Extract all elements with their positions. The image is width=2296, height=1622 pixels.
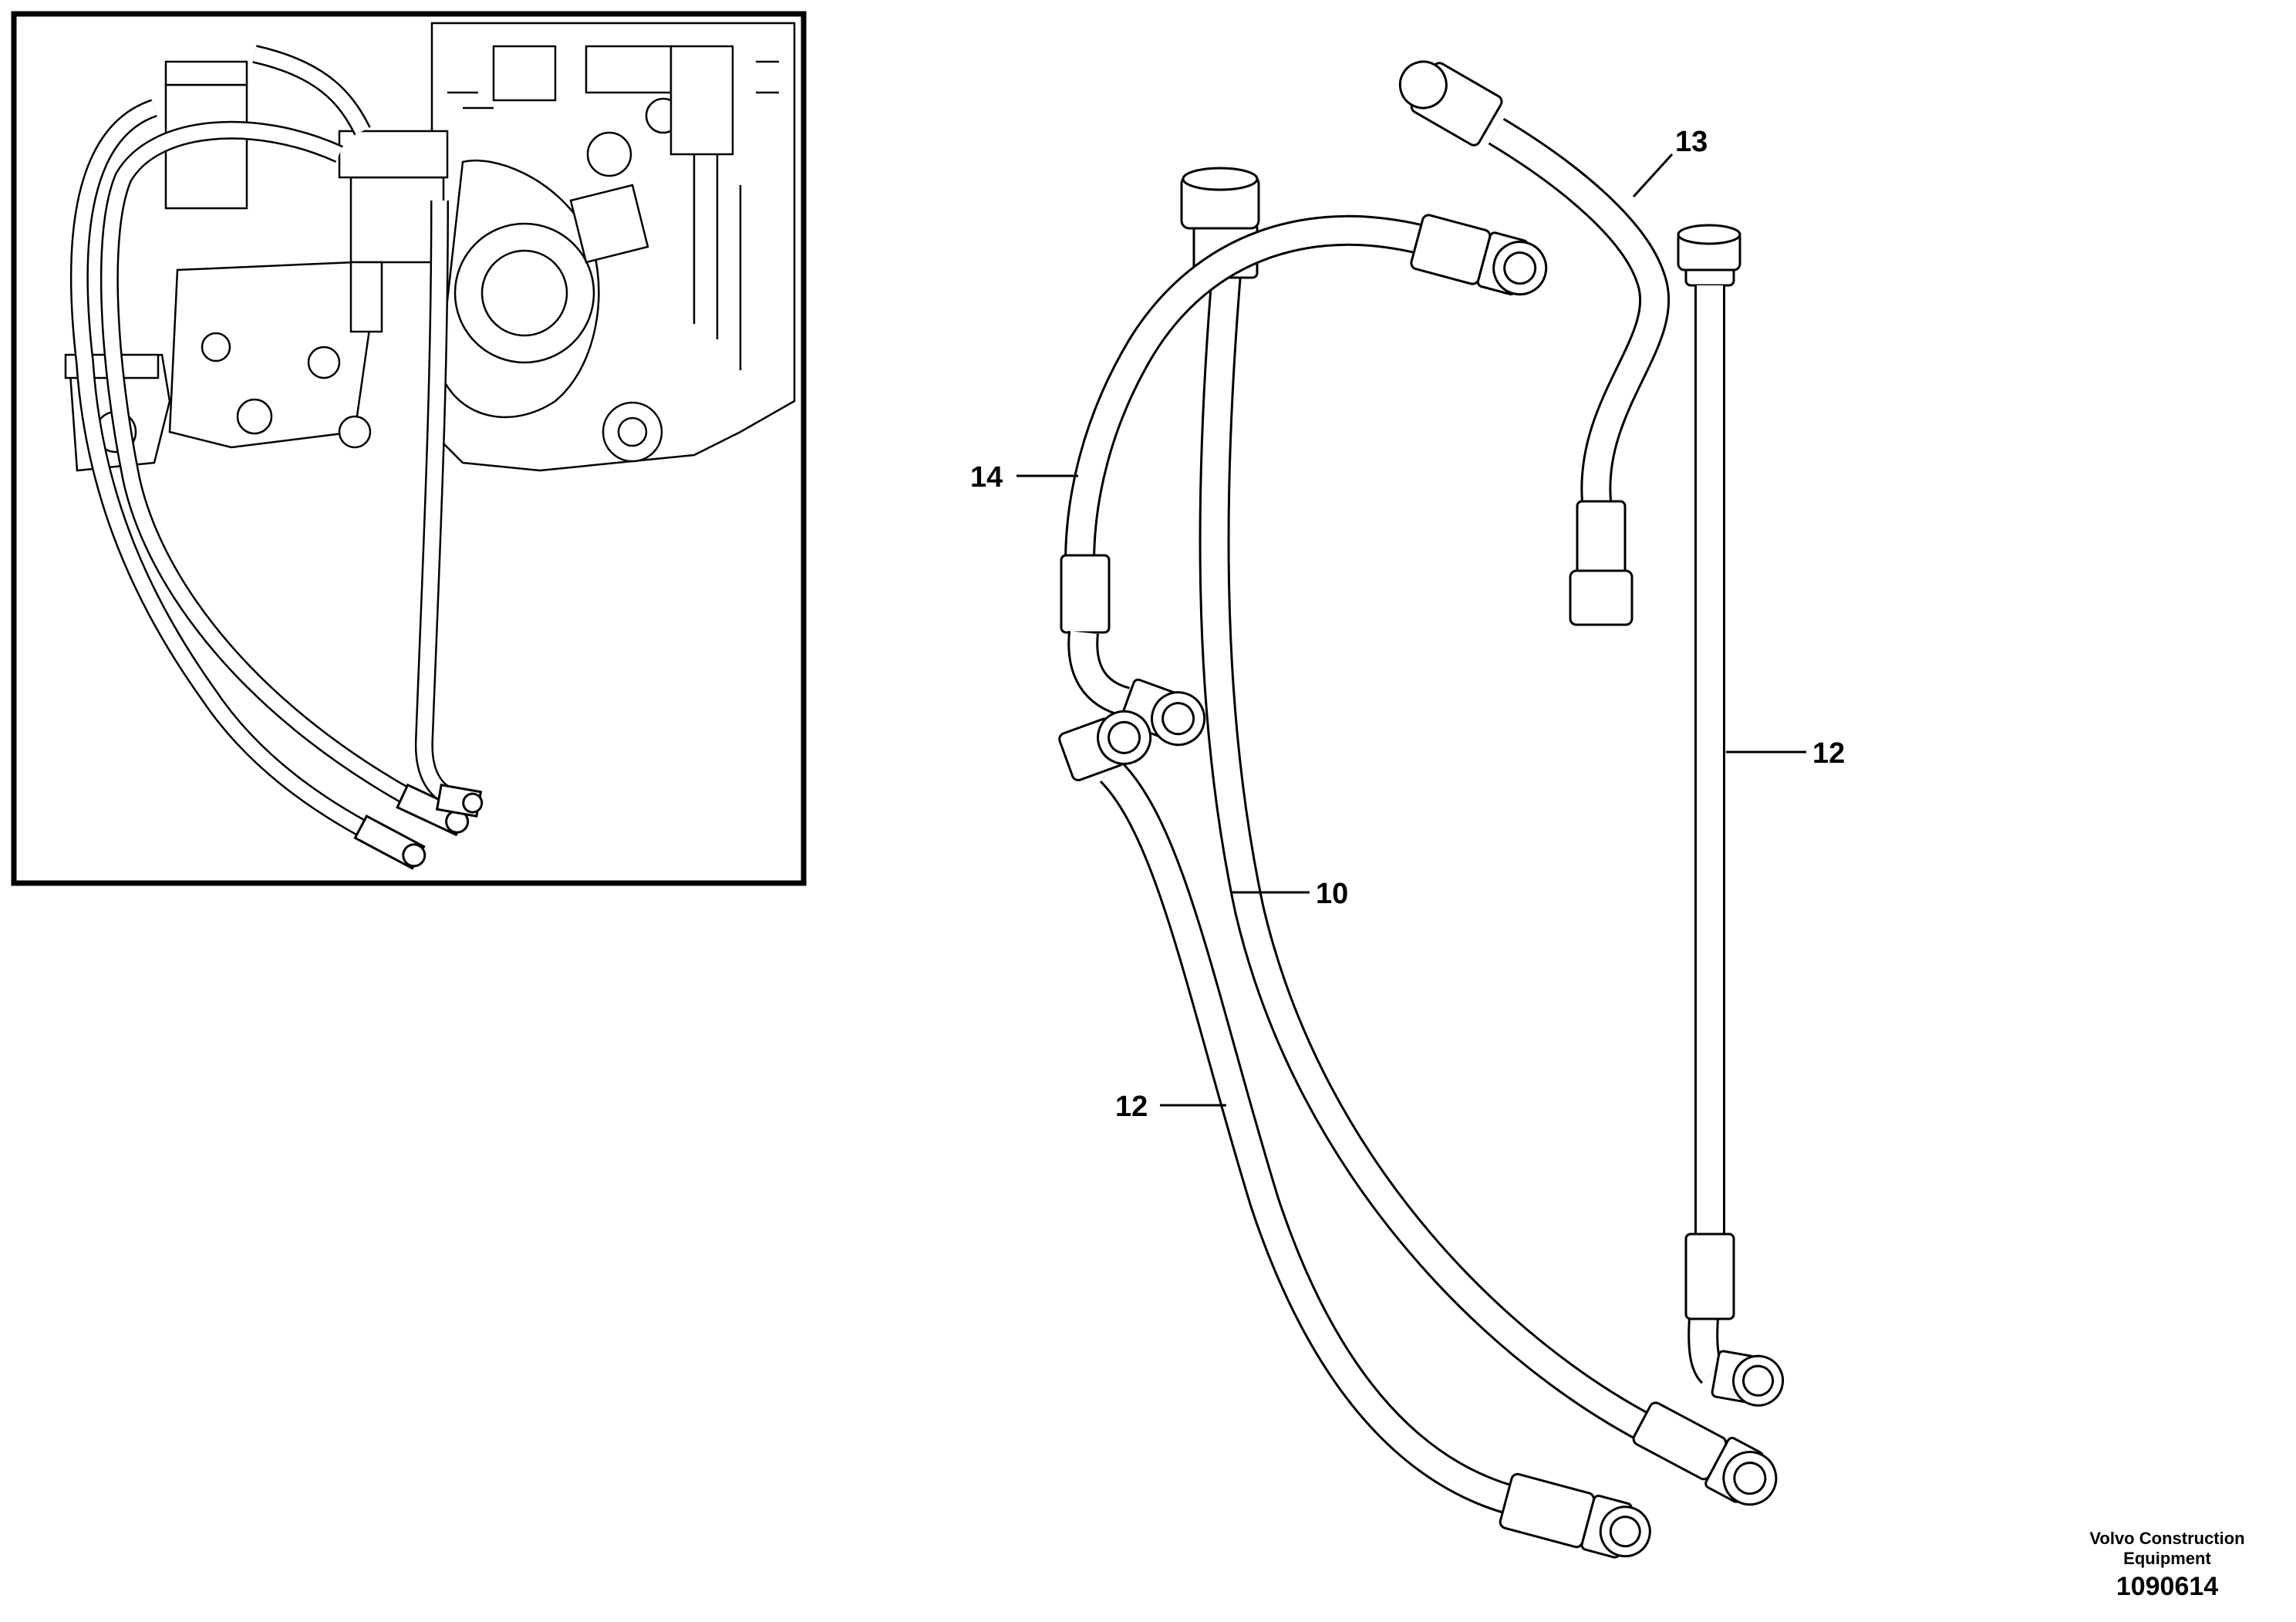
leader-13	[1632, 153, 1674, 198]
hose-14	[1060, 214, 1548, 747]
hose-13	[1398, 60, 1671, 626]
brand-line-1: Volvo Construction	[2089, 1529, 2245, 1548]
callouts: 14 13 12 10 12	[970, 126, 1845, 1123]
drawing-number: 1090614	[2116, 1572, 2219, 1601]
inset-overview	[11, 11, 807, 886]
callout-10: 10	[1316, 878, 1348, 910]
hose-12-left	[1058, 710, 1651, 1559]
hose-10	[1180, 167, 1778, 1506]
brand-line-2: Equipment	[2123, 1549, 2211, 1568]
callout-12-right: 12	[1812, 737, 1845, 770]
hose-12-right	[1677, 224, 1785, 1407]
callout-13: 13	[1675, 126, 1708, 158]
callout-12-left: 12	[1115, 1091, 1148, 1123]
main-hose-drawing: 14 13 12 10 12	[970, 60, 1845, 1559]
callout-14: 14	[970, 461, 1003, 494]
brand-label: Volvo Construction Equipment	[2036, 1529, 2296, 1569]
inset-hoses	[69, 45, 484, 870]
engine-block-illustration	[430, 22, 796, 472]
